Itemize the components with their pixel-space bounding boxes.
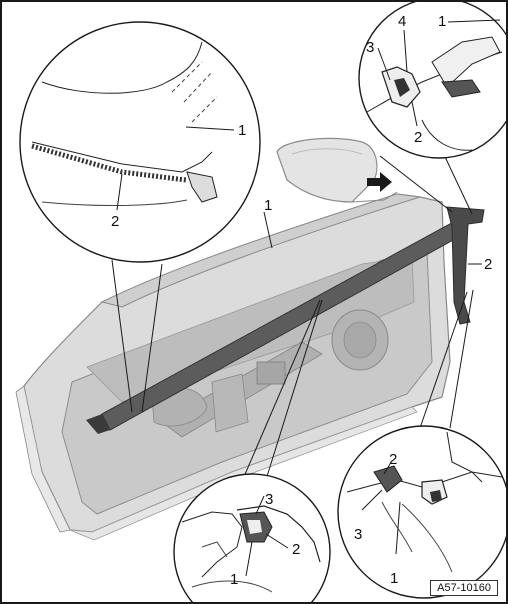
- door-callout-leader: [263, 211, 273, 249]
- callout-bottom-center-2: 2: [292, 541, 300, 558]
- door-seal-strip: [86, 206, 485, 434]
- detail-circle-top-right: 4 1 3 2: [358, 2, 506, 159]
- callout-top-left-1: 1: [238, 122, 246, 139]
- detail-circle-top-left: 1 2: [19, 21, 261, 263]
- direction-arrow: [367, 172, 392, 192]
- reference-code: A57-10160: [430, 580, 498, 596]
- callout-top-right-3: 3: [366, 39, 374, 56]
- callout-door-1: 1: [264, 197, 272, 214]
- leader-lines: [111, 141, 474, 487]
- callout-top-right-4: 4: [398, 13, 406, 30]
- callout-side-2: 2: [484, 256, 492, 273]
- callout-bottom-right-1: 1: [390, 570, 398, 587]
- callout-top-right-1: 1: [438, 13, 446, 30]
- door-panel: [15, 193, 451, 541]
- detail-circle-bottom-right: 2 3 1: [337, 425, 506, 599]
- callout-bottom-right-2: 2: [389, 451, 397, 468]
- callout-top-right-2: 2: [414, 129, 422, 146]
- callout-top-left-2: 2: [111, 213, 119, 230]
- callout-bottom-right-3: 3: [354, 526, 362, 543]
- callout-bottom-center-1: 1: [230, 571, 238, 588]
- side-mirror: [276, 137, 398, 203]
- detail-circle-bottom-center: 3 2 1: [173, 473, 331, 602]
- callout-bottom-center-3: 3: [265, 491, 273, 508]
